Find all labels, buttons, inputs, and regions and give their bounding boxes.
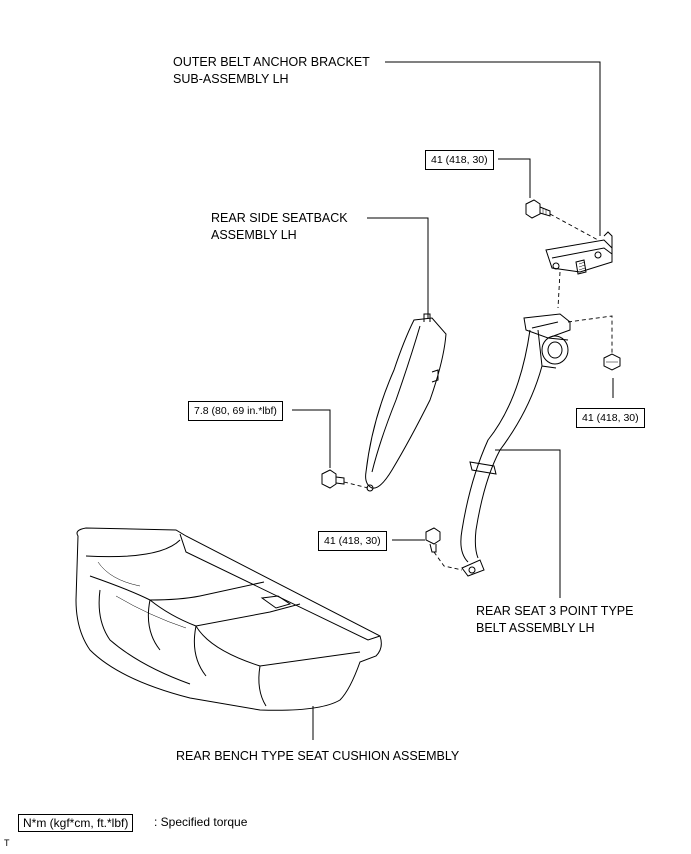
legend-torque-units-box: N*m (kgf*cm, ft.*lbf) bbox=[18, 814, 134, 832]
anchor-bolt bbox=[525, 199, 551, 219]
label-outer-belt-anchor-line1: OUTER BELT ANCHOR BRACKET bbox=[173, 55, 370, 69]
torque-box-belt-upper-bolt: 41 (418, 30) bbox=[576, 408, 645, 428]
torque-box-seatback-bolt: 7.8 (80, 69 in.*lbf) bbox=[188, 401, 283, 421]
leader-seatback-bolt bbox=[292, 409, 331, 468]
outer-belt-anchor-bracket bbox=[545, 231, 613, 275]
rear-seat-belt-assembly bbox=[460, 313, 571, 577]
leader-outer-belt-anchor bbox=[385, 61, 601, 236]
belt-upper-bolt bbox=[603, 353, 621, 371]
seatback-bolt bbox=[321, 469, 345, 489]
torque-box-anchor-bolt: 41 (418, 30) bbox=[425, 150, 494, 170]
torque-box-belt-lower-bolt: 41 (418, 30) bbox=[318, 531, 387, 551]
corner-mark: T bbox=[4, 838, 10, 848]
rear-side-seatback-assembly bbox=[365, 313, 447, 492]
belt-lower-bolt bbox=[425, 527, 441, 553]
label-rear-seat-belt-line2: BELT ASSEMBLY LH bbox=[476, 621, 595, 635]
label-rear-seat-belt-line1: REAR SEAT 3 POINT TYPE bbox=[476, 604, 634, 618]
leader-rear-side-seatback bbox=[367, 217, 429, 318]
legend-specified-torque: : Specified torque bbox=[154, 815, 248, 829]
rear-bench-seat-cushion bbox=[75, 527, 382, 711]
label-rear-side-seatback-line2: ASSEMBLY LH bbox=[211, 228, 297, 242]
label-rear-side-seatback-line1: REAR SIDE SEATBACK bbox=[211, 211, 348, 225]
label-outer-belt-anchor-line2: SUB-ASSEMBLY LH bbox=[173, 72, 289, 86]
label-rear-bench-cushion: REAR BENCH TYPE SEAT CUSHION ASSEMBLY bbox=[176, 749, 460, 763]
leader-rear-seat-belt bbox=[495, 449, 561, 598]
leader-anchor-bolt bbox=[498, 158, 531, 198]
